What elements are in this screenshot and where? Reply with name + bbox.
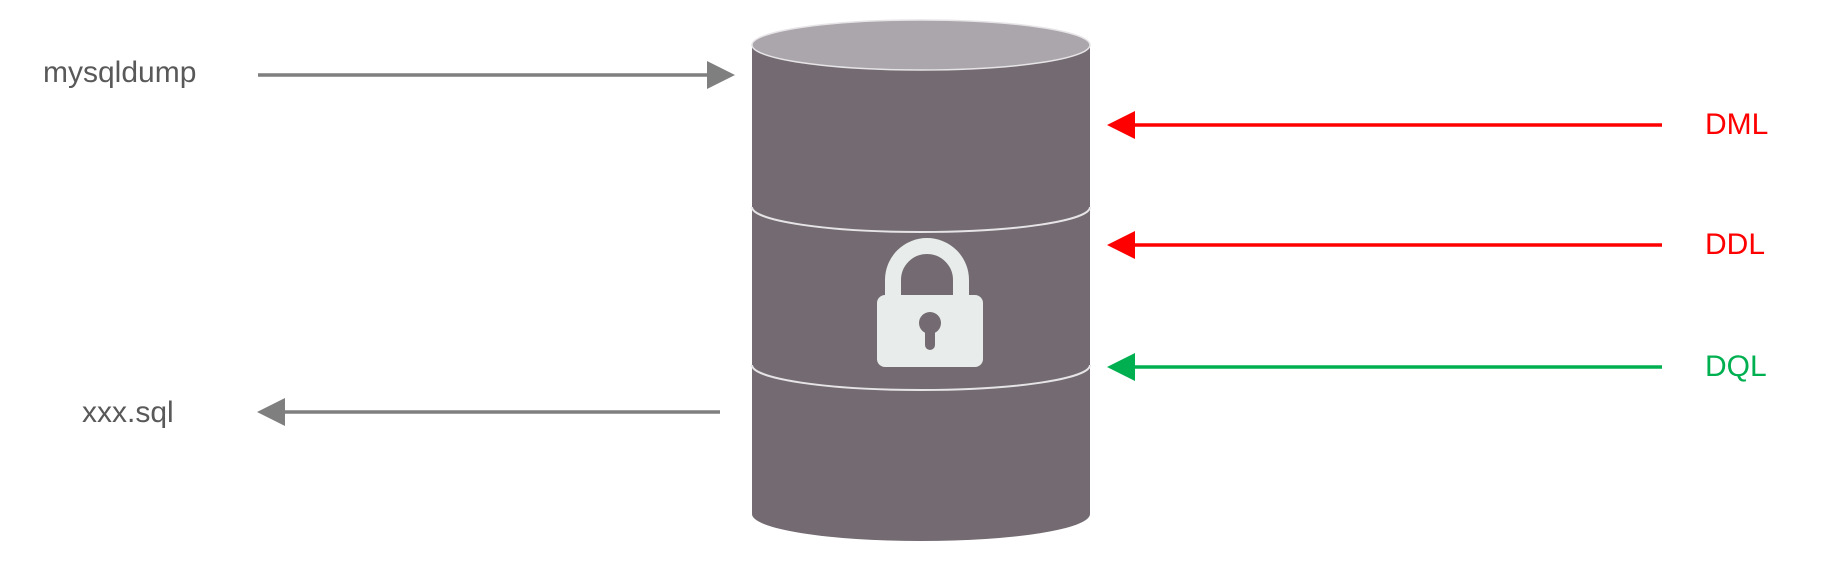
dql-label: DQL <box>1705 350 1767 383</box>
band-divider <box>751 364 1091 391</box>
ddl-label: DDL <box>1705 228 1766 261</box>
mysqldump-label: mysqldump <box>43 56 197 89</box>
database-cylinder <box>751 19 1091 541</box>
dml-label: DML <box>1705 108 1769 141</box>
band-divider <box>751 206 1091 233</box>
output-file-label: xxx.sql <box>82 396 174 429</box>
lock-icon <box>877 238 983 367</box>
